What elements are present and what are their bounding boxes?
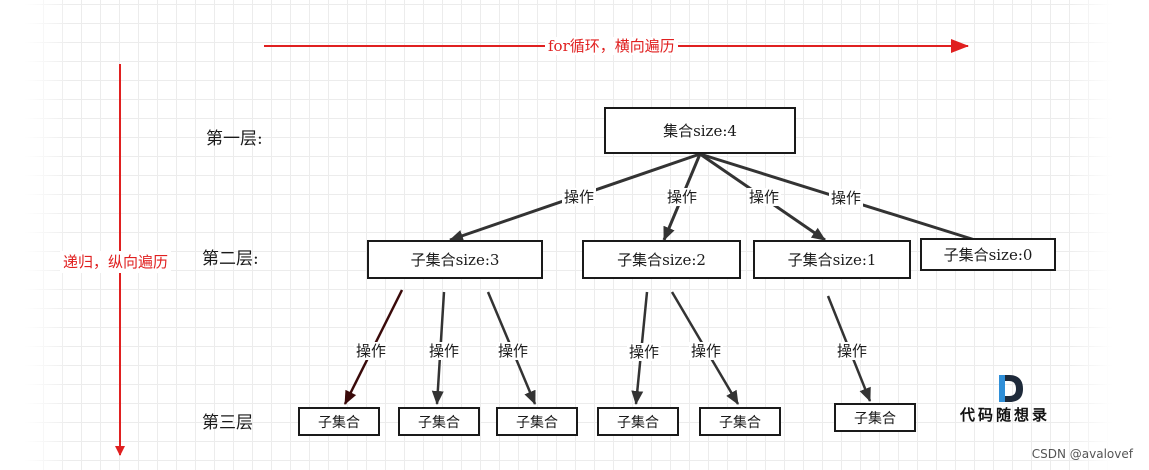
level-3-label: 第三层 <box>202 413 253 433</box>
edge-label: 操作 <box>689 342 724 360</box>
child-node-size-2: 子集合size:2 <box>582 240 741 279</box>
leaf-node: 子集合 <box>834 403 916 432</box>
csdn-watermark: CSDN @avalovef <box>1031 447 1133 461</box>
edge-label: 操作 <box>835 342 870 360</box>
edge-label: 操作 <box>829 189 864 207</box>
edge-label: 操作 <box>747 188 782 206</box>
edge-label: 操作 <box>665 188 700 206</box>
leaf-node: 子集合 <box>597 407 679 436</box>
vertical-traversal-label: 递归，纵向遍历 <box>60 251 172 273</box>
leaf-node: 子集合 <box>699 407 781 436</box>
grid-fade-left <box>0 0 70 470</box>
leaf-node: 子集合 <box>496 407 578 436</box>
root-node: 集合size:4 <box>604 107 796 154</box>
child-node-size-3: 子集合size:3 <box>367 240 543 279</box>
edge-label: 操作 <box>496 342 531 360</box>
level-1-label: 第一层: <box>206 129 263 149</box>
level-2-label: 第二层: <box>202 249 259 269</box>
leaf-node: 子集合 <box>398 407 480 436</box>
logo-text: 代码随想录 <box>960 406 1051 424</box>
grid-fade-right <box>1069 0 1149 470</box>
edge-label: 操作 <box>627 343 662 361</box>
edge-label: 操作 <box>562 188 597 206</box>
child-node-size-0: 子集合size:0 <box>920 238 1056 271</box>
horizontal-traversal-label: for循环，横向遍历 <box>545 37 678 55</box>
logo-icon <box>999 375 1023 402</box>
leaf-node: 子集合 <box>298 407 380 436</box>
child-node-size-1: 子集合size:1 <box>753 240 911 279</box>
edge-label: 操作 <box>354 342 389 360</box>
edge-label: 操作 <box>427 342 462 360</box>
